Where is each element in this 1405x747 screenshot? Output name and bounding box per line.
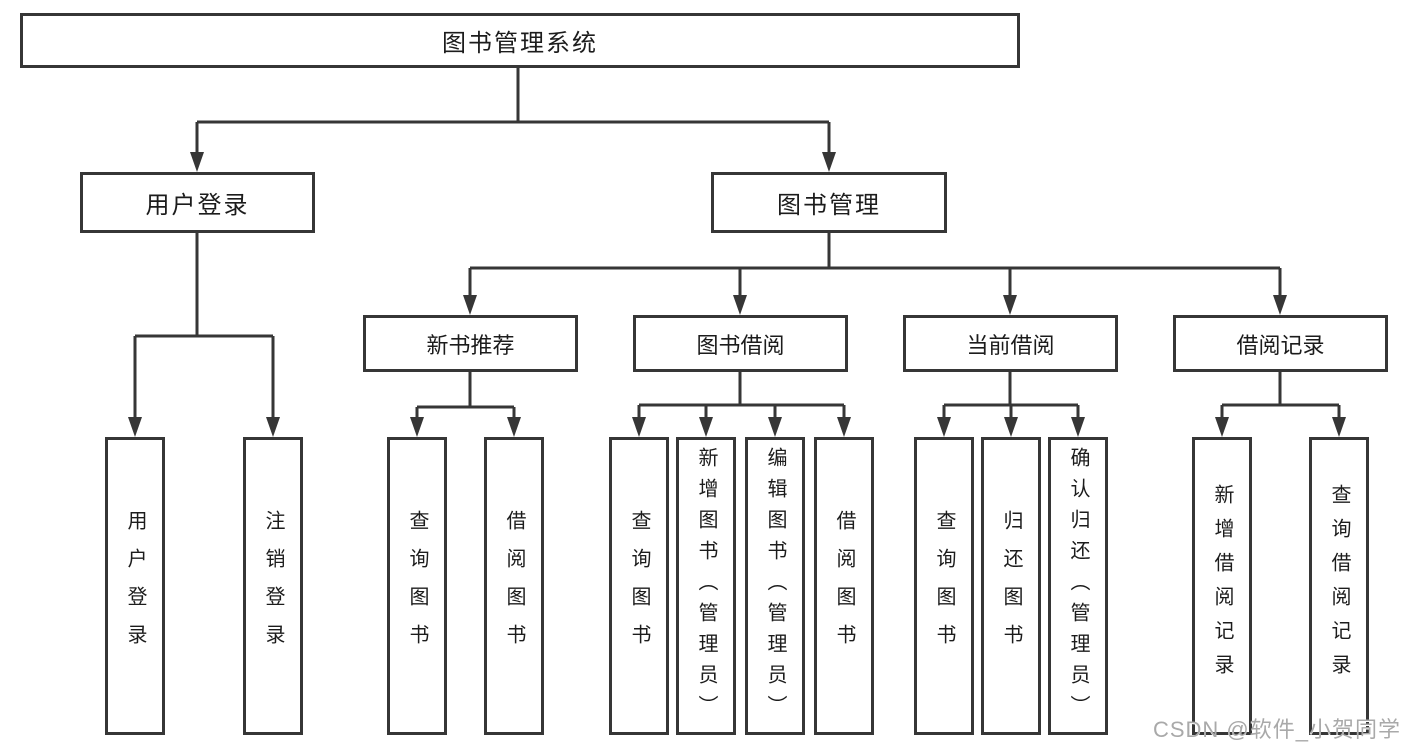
leaf-edit-book-admin-label: 编辑图书（管理员） — [764, 446, 786, 726]
arrowhead — [1003, 295, 1017, 315]
node-root: 图书管理系统 — [20, 13, 1020, 68]
arrowhead — [266, 417, 280, 437]
arrowhead — [822, 152, 836, 172]
node-book-management-label: 图书管理 — [777, 192, 881, 219]
arrowhead — [837, 417, 851, 437]
arrowhead — [1004, 417, 1018, 437]
leaf-user-login: 用户登录 — [105, 437, 165, 735]
node-borrow-records-label: 借阅记录 — [1236, 332, 1325, 358]
leaf-borrow-books-recommend: 借阅图书 — [484, 437, 544, 735]
leaf-borrow-books-borrow-label: 借阅图书 — [833, 510, 855, 662]
node-book-borrow: 图书借阅 — [633, 315, 848, 372]
arrowhead — [1071, 417, 1085, 437]
node-current-borrow: 当前借阅 — [903, 315, 1118, 372]
leaf-logout: 注销登录 — [243, 437, 303, 735]
leaf-query-borrow-record-label: 查询借阅记录 — [1328, 484, 1350, 688]
node-book-management: 图书管理 — [711, 172, 947, 233]
leaf-query-books-borrow-label: 查询图书 — [628, 510, 650, 662]
node-user-login: 用户登录 — [80, 172, 315, 233]
leaf-query-books-recommend: 查询图书 — [387, 437, 447, 735]
arrowhead — [507, 417, 521, 437]
arrowhead — [632, 417, 646, 437]
leaf-return-book-label: 归还图书 — [1000, 510, 1022, 662]
leaf-query-books-current-label: 查询图书 — [933, 510, 955, 662]
leaf-query-books-current: 查询图书 — [914, 437, 974, 735]
leaf-borrow-books-borrow: 借阅图书 — [814, 437, 874, 735]
node-current-borrow-label: 当前借阅 — [966, 332, 1055, 358]
arrowhead — [128, 417, 142, 437]
node-borrow-records: 借阅记录 — [1173, 315, 1388, 372]
node-new-book-recommend-label: 新书推荐 — [426, 332, 515, 358]
leaf-add-borrow-record: 新增借阅记录 — [1192, 437, 1252, 735]
arrowhead — [410, 417, 424, 437]
arrowhead — [733, 295, 747, 315]
leaf-query-books-recommend-label: 查询图书 — [406, 510, 428, 662]
node-new-book-recommend: 新书推荐 — [363, 315, 578, 372]
leaf-confirm-return-admin-label: 确认归还（管理员） — [1067, 446, 1089, 726]
watermark: CSDN @软件_小贺同学 — [1152, 717, 1401, 742]
node-root-label: 图书管理系统 — [442, 30, 598, 57]
leaf-add-book-admin-label: 新增图书（管理员） — [695, 446, 717, 726]
leaf-query-books-borrow: 查询图书 — [609, 437, 669, 735]
arrowhead-group — [128, 152, 1346, 437]
node-user-login-label: 用户登录 — [145, 192, 250, 219]
arrowhead — [463, 295, 477, 315]
leaf-logout-label: 注销登录 — [262, 510, 284, 662]
arrowhead — [1273, 295, 1287, 315]
leaf-add-borrow-record-label: 新增借阅记录 — [1211, 484, 1233, 688]
arrowhead — [190, 152, 204, 172]
leaf-query-borrow-record: 查询借阅记录 — [1309, 437, 1369, 735]
arrowhead — [768, 417, 782, 437]
leaf-add-book-admin: 新增图书（管理员） — [676, 437, 736, 735]
leaf-edit-book-admin: 编辑图书（管理员） — [745, 437, 805, 735]
arrowhead — [1215, 417, 1229, 437]
leaf-borrow-books-recommend-label: 借阅图书 — [503, 510, 525, 662]
leaf-return-book: 归还图书 — [981, 437, 1041, 735]
arrowhead — [699, 417, 713, 437]
arrowhead — [1332, 417, 1346, 437]
node-book-borrow-label: 图书借阅 — [696, 332, 785, 358]
leaf-confirm-return-admin: 确认归还（管理员） — [1048, 437, 1108, 735]
arrowhead — [937, 417, 951, 437]
leaf-user-login-label: 用户登录 — [124, 510, 146, 662]
